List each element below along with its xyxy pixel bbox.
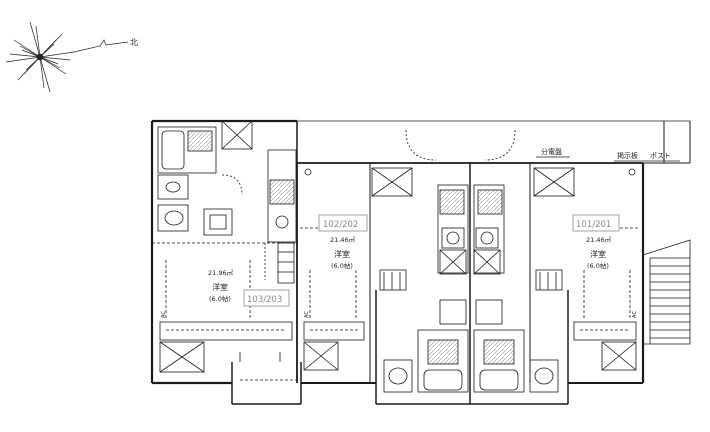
unit-102-tatami: (6.0帖) [331,261,353,270]
bathtub-icon [417,329,469,393]
unit-102-number-box [318,214,368,232]
unit-102-room: 洋室 [334,249,350,259]
bathtub-icon [157,126,217,174]
unit-101-number-box [572,214,620,232]
ac-label-2: AC [304,311,310,318]
toilet-icon [529,359,559,393]
unit-101-area: 21.46㎡ [586,235,612,244]
unit-101-tatami: (6.0帖) [587,261,609,270]
compass [5,21,129,93]
ac-label-1: AC [161,311,167,318]
unit-101-fixtures [473,129,640,393]
post-label: ポスト [650,152,671,160]
north-label: 北 [130,38,138,47]
compass-rose-icon [5,21,75,93]
unit-103-fixtures [157,120,297,381]
washbasin-icon [157,174,189,200]
notice-board-label: 掲示板 [617,151,638,160]
unit-102-fixtures [300,129,469,393]
unit-103-area: 21.96㎡ [208,268,234,277]
unit-102-number: 102/202 [323,220,358,230]
building-outline [150,119,691,405]
unit-103-number: 103/203 [247,295,282,305]
toilet-icon [383,359,413,393]
ac-label-3: AC [632,311,638,318]
staircase [642,239,691,345]
kitchen-counter [437,184,469,274]
kitchen-counter [473,184,505,274]
unit-103-tatami: (6.0帖) [209,294,231,303]
unit-103-number-box [243,289,290,307]
kitchen-counter [267,149,297,243]
unit-102-area: 21.46㎡ [330,235,356,244]
unit-101-room: 洋室 [590,249,606,259]
unit-101-number: 101/201 [576,220,611,230]
unit-103-room: 洋室 [212,282,228,292]
toilet-icon [157,204,189,232]
bathtub-icon [473,329,525,393]
north-arrow-icon [73,39,129,53]
distribution-board-label: 分電盤 [541,147,562,156]
